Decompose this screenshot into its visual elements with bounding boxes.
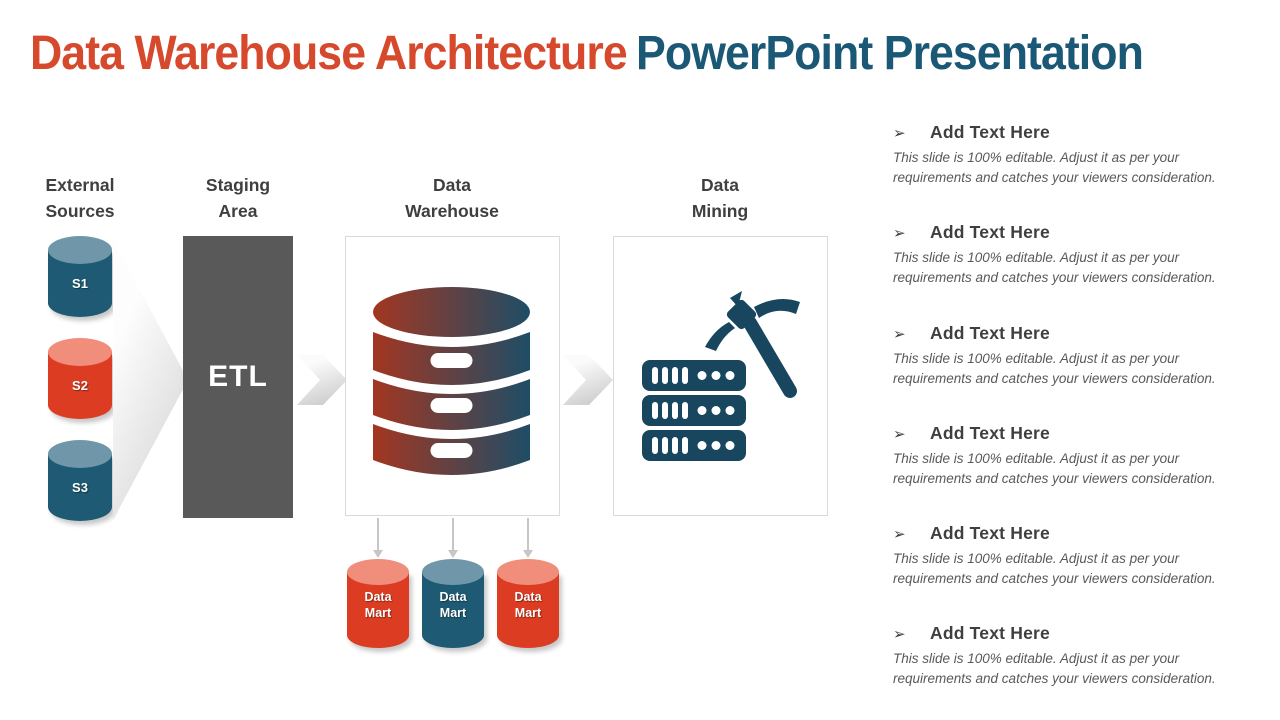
source-cylinder-s3: S3 (48, 440, 112, 522)
arrow-warehouse-to-mart-3 (522, 518, 533, 558)
add-text-heading[interactable]: Add Text Here (930, 423, 1050, 443)
source-label: S1 (72, 276, 88, 291)
label-data-warehouse: Data Warehouse (405, 175, 499, 221)
title-red-part: Data Warehouse Architecture (30, 27, 628, 80)
add-text-heading[interactable]: Add Text Here (930, 323, 1050, 343)
add-text-heading[interactable]: Add Text Here (930, 122, 1050, 142)
data-warehouse-box (345, 236, 560, 516)
etl-label: ETL (208, 360, 268, 393)
cylinder-top (347, 559, 409, 585)
flow-chevron-etl-to-warehouse (297, 355, 347, 405)
arrow-bullet-icon: ➢ (893, 625, 906, 643)
flow-arrow-sources-to-etl (113, 240, 188, 520)
source-cylinder-s1: S1 (48, 236, 112, 318)
etl-staging-box: ETL (183, 236, 293, 518)
arrow-bullet-icon: ➢ (893, 525, 906, 543)
datamart-cylinder-1: Data Mart (347, 559, 409, 649)
datamart-label: Data Mart (514, 590, 542, 620)
datamart-label: Data Mart (439, 590, 467, 620)
data-mining-box (613, 236, 828, 516)
datamart-cylinder-2: Data Mart (422, 559, 484, 649)
server-rack-icon (642, 360, 746, 461)
placeholder-body-text[interactable]: This slide is 100% editable. Adjust it a… (893, 551, 1216, 586)
placeholder-body-text[interactable]: This slide is 100% editable. Adjust it a… (893, 451, 1216, 486)
title-blue-part: PowerPoint Presentation (636, 27, 1144, 80)
datamart-label: Data Mart (364, 590, 392, 620)
placeholder-body-text[interactable]: This slide is 100% editable. Adjust it a… (893, 651, 1216, 686)
source-label: S3 (72, 480, 88, 495)
cylinder-top (48, 236, 112, 264)
text-placeholder-2[interactable]: ➢ Add Text Here This slide is 100% edita… (893, 222, 1238, 287)
add-text-heading[interactable]: Add Text Here (930, 623, 1050, 643)
source-label: S2 (72, 378, 88, 393)
placeholder-body-text[interactable]: This slide is 100% editable. Adjust it a… (893, 150, 1216, 185)
flow-chevron-warehouse-to-mining (563, 355, 613, 405)
add-text-heading[interactable]: Add Text Here (930, 222, 1050, 242)
pickaxe-icon (705, 291, 800, 398)
source-cylinder-s2: S2 (48, 338, 112, 420)
arrow-warehouse-to-mart-1 (372, 518, 383, 558)
cylinder-top (48, 338, 112, 366)
cylinder-top (422, 559, 484, 585)
arrow-bullet-icon: ➢ (893, 425, 906, 443)
text-placeholder-1[interactable]: ➢ Add Text Here This slide is 100% edita… (893, 122, 1238, 187)
cylinder-top (48, 440, 112, 468)
placeholder-body-text[interactable]: This slide is 100% editable. Adjust it a… (893, 351, 1216, 386)
text-placeholder-4[interactable]: ➢ Add Text Here This slide is 100% edita… (893, 423, 1238, 488)
text-placeholder-6[interactable]: ➢ Add Text Here This slide is 100% edita… (893, 623, 1238, 688)
label-data-mining: Data Mining (691, 175, 749, 221)
text-placeholder-3[interactable]: ➢ Add Text Here This slide is 100% edita… (893, 323, 1238, 388)
label-staging-area: Staging Area (205, 175, 271, 221)
placeholder-body-text[interactable]: This slide is 100% editable. Adjust it a… (893, 250, 1216, 285)
arrow-warehouse-to-mart-2 (447, 518, 458, 558)
pickaxe-and-server-icon (642, 291, 800, 461)
label-external-sources: External Sources (45, 175, 115, 221)
arrow-bullet-icon: ➢ (893, 325, 906, 343)
text-placeholder-5[interactable]: ➢ Add Text Here This slide is 100% edita… (893, 523, 1238, 588)
database-icon (373, 287, 530, 475)
datamart-cylinder-3: Data Mart (497, 559, 559, 649)
cylinder-top (497, 559, 559, 585)
arrow-bullet-icon: ➢ (893, 224, 906, 242)
arrow-bullet-icon: ➢ (893, 124, 906, 142)
add-text-heading[interactable]: Add Text Here (930, 523, 1050, 543)
